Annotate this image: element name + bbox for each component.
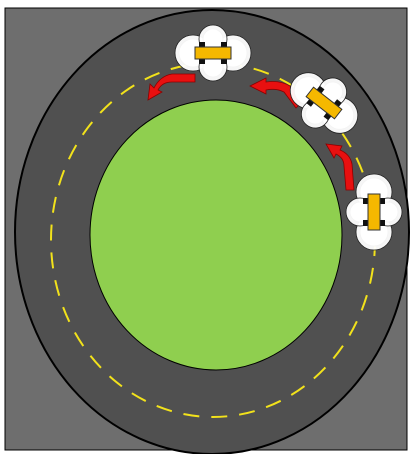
- direction-arrow: [325, 143, 355, 191]
- robot-car: [289, 72, 359, 134]
- car-body: [194, 46, 232, 60]
- car-body: [367, 193, 381, 231]
- direction-arrow: [249, 77, 303, 109]
- robot-car: [174, 24, 252, 82]
- car-body: [305, 86, 343, 120]
- robot-car: [345, 173, 403, 251]
- grass-infield: [89, 99, 343, 371]
- direction-arrow: [147, 73, 196, 101]
- signal-waves: [289, 72, 359, 134]
